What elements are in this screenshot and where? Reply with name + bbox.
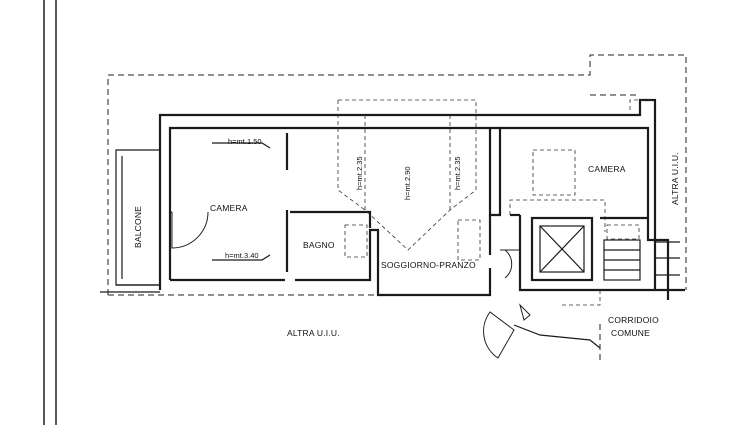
label-height-2-90: h=mt.2.90 [403,166,412,200]
label-soggiorno-pranzo: SOGGIORNO-PRANZO [381,260,476,270]
balcony [100,149,160,293]
stair-lift-core [518,215,685,300]
label-comune: COMUNE [611,328,650,338]
label-height-2-35-b: h=mt.2.35 [453,156,462,190]
leader-lines [212,142,271,261]
interior-partitions [285,133,372,272]
label-height-2-35-a: h=mt.2.35 [355,156,364,190]
room-labels: BALCONE CAMERA h=mt.1.50 h=mt.3.40 BAGNO… [133,137,680,338]
doors [170,211,601,359]
page-margin-lines [43,0,57,425]
label-altra-uiu-bottom: ALTRA U.I.U. [287,328,340,338]
exterior-walls [158,98,657,297]
label-height-3-40: h=mt.3.40 [225,251,259,260]
label-camera-left: CAMERA [210,203,248,213]
label-altra-uiu-right: ALTRA U.I.U. [670,152,680,205]
ceiling-projection-dashed [337,99,655,306]
label-balcone: BALCONE [133,206,143,248]
property-boundary-dashed [107,54,687,360]
label-height-1-50: h=mt.1.50 [228,137,262,146]
label-camera-right: CAMERA [588,164,626,174]
label-corridoio: CORRIDOIO [608,315,659,325]
label-bagno: BAGNO [303,240,335,250]
